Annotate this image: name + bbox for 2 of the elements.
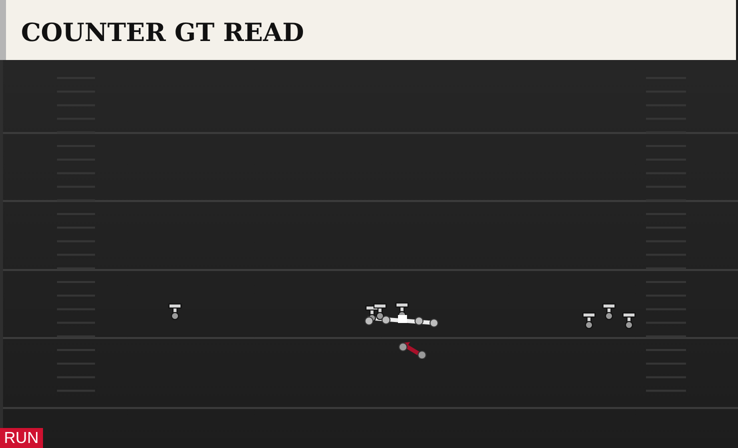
play-title: COUNTER GT READ (21, 18, 304, 48)
play-category: RUN (0, 428, 43, 448)
